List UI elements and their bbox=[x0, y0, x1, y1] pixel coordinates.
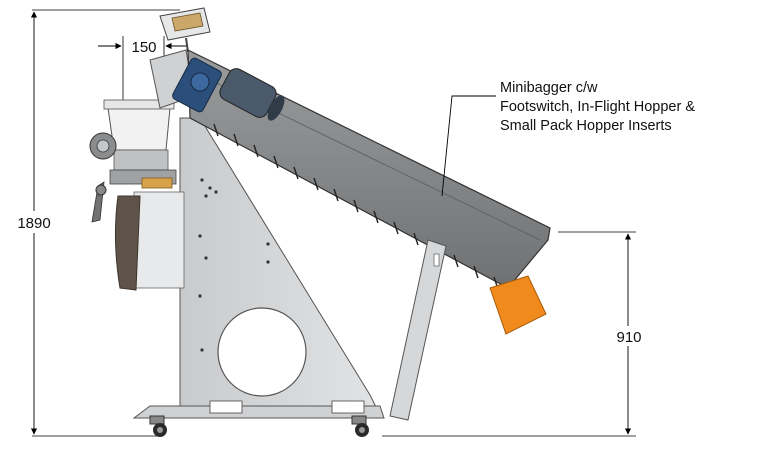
main-frame bbox=[132, 117, 385, 419]
offset-width-dimension: 150 bbox=[98, 36, 188, 108]
bag bbox=[114, 195, 141, 291]
callout-line-2: Footswitch, In-Flight Hopper & bbox=[500, 99, 695, 115]
castor-front bbox=[149, 415, 167, 437]
overall-height-label: 1890 bbox=[17, 215, 50, 232]
outlet-height-dimension: 910 bbox=[382, 231, 648, 437]
control-box bbox=[159, 7, 211, 53]
castor-rear bbox=[351, 415, 369, 437]
outlet-height-label: 910 bbox=[616, 329, 641, 346]
callout-line-1: Minibagger c/w bbox=[500, 80, 598, 96]
offset-width-label: 150 bbox=[131, 39, 156, 56]
machine-callout: Minibagger c/w Footswitch, In-Flight Hop… bbox=[441, 80, 695, 197]
drive-unit bbox=[172, 57, 285, 121]
access-port bbox=[217, 307, 307, 397]
conveyor-support-leg bbox=[389, 239, 447, 421]
callout-line-3: Small Pack Hopper Inserts bbox=[500, 118, 672, 134]
outlet-guard bbox=[489, 275, 547, 335]
overall-height-dimension: 1890 bbox=[16, 9, 180, 437]
